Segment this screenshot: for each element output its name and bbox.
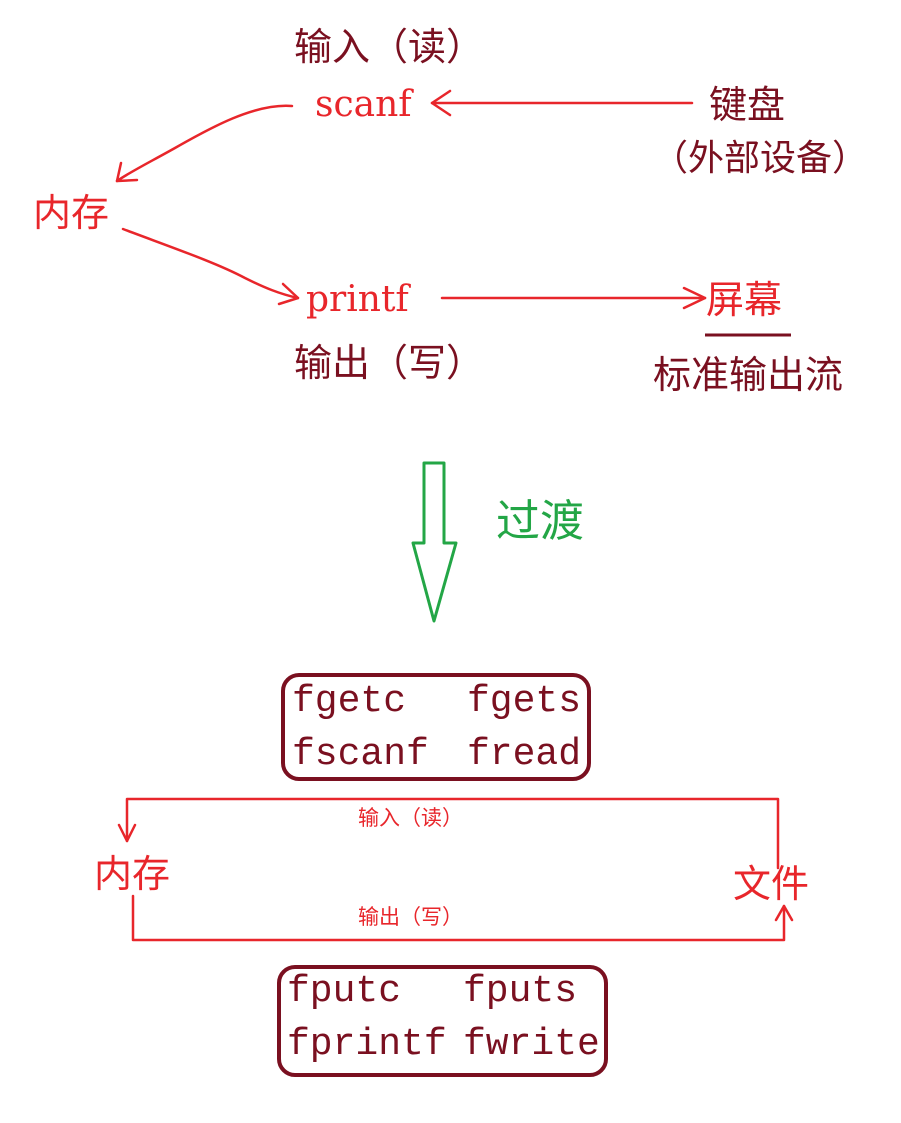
input-loop-line: [125, 797, 780, 870]
printf-label: printf: [306, 279, 409, 320]
input-loop-arrowhead: [117, 823, 137, 843]
transition-arrow: [411, 461, 458, 623]
memory-to-printf-arrowhead: [277, 282, 300, 306]
fwrite-label: fwrite: [463, 1023, 600, 1066]
top-output-write-label: 输出（写）: [294, 341, 485, 385]
bottom-output-write-label: 输出（写）: [358, 905, 463, 929]
bottom-memory-label: 内存: [94, 852, 171, 896]
top-input-read-label: 输入（读）: [294, 25, 485, 69]
bottom-input-read-label: 输入（读）: [358, 806, 463, 830]
scanf-to-memory-arrow: [115, 104, 294, 183]
fread-label: fread: [467, 733, 582, 776]
memory-to-printf-arrow: [121, 227, 300, 300]
fgets-label: fgets: [467, 680, 582, 723]
scanf-label: scanf: [315, 84, 412, 125]
external-device-label: （外部设备）: [652, 138, 869, 179]
fprintf-label: fprintf: [287, 1023, 447, 1066]
output-functions-box: [277, 965, 608, 1077]
std-output-stream-label: 标准输出流: [653, 353, 844, 397]
output-loop-arrowhead: [774, 904, 794, 922]
fscanf-label: fscanf: [292, 733, 429, 776]
fputc-label: fputc: [287, 970, 402, 1013]
printf-to-screen-arrowhead: [682, 286, 707, 310]
keyboard-label: 键盘: [709, 83, 786, 127]
output-loop-line: [131, 894, 786, 942]
top-memory-label: 内存: [33, 191, 110, 235]
transition-label: 过渡: [496, 496, 584, 547]
fgetc-label: fgetc: [292, 680, 407, 723]
keyboard-to-scanf-arrowhead: [430, 89, 452, 117]
file-label: 文件: [733, 862, 810, 906]
input-functions-box: [281, 673, 591, 781]
scanf-to-memory-arrowhead: [115, 161, 139, 183]
screen-label: 屏幕: [706, 278, 783, 322]
fputs-label: fputs: [463, 970, 578, 1013]
